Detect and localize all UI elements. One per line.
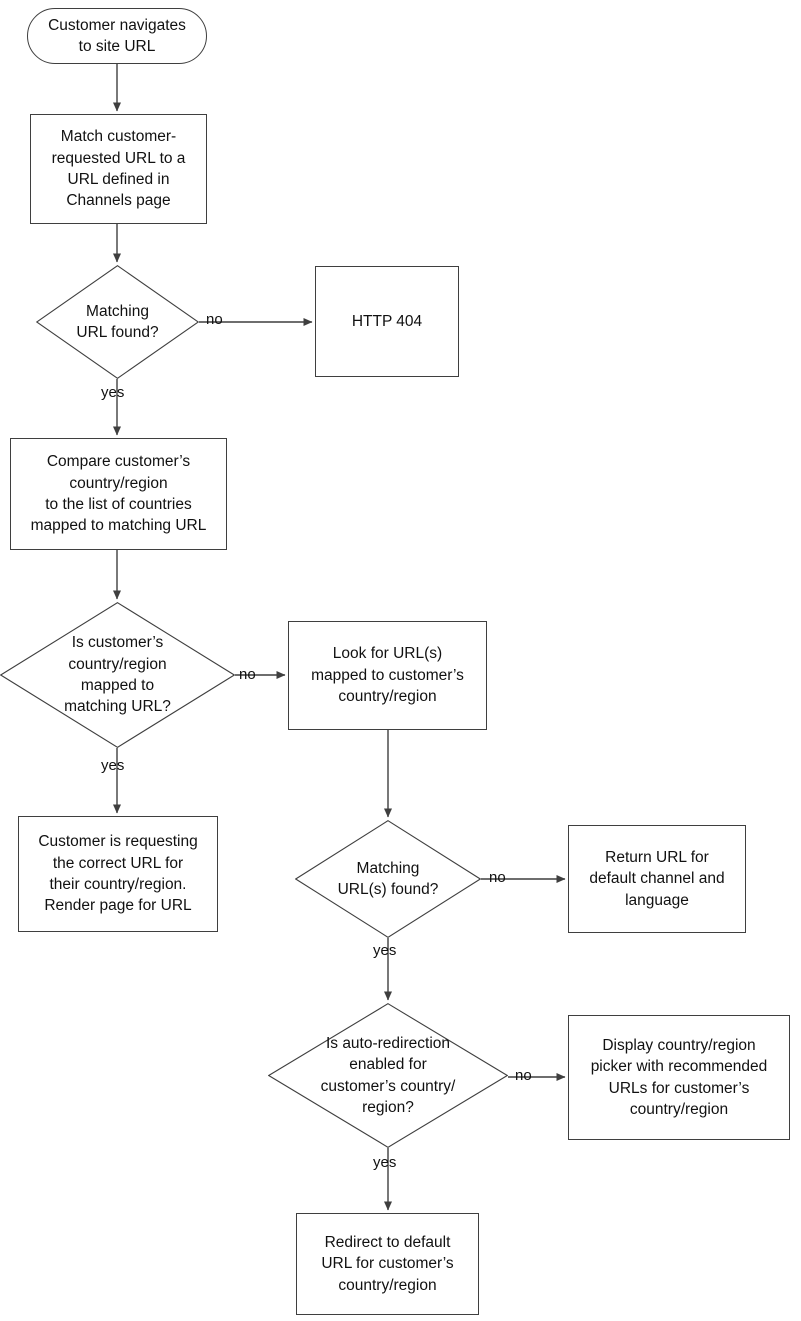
node-look-for-urls[interactable]: Look for URL(s) mapped to customer’s cou… [288, 621, 487, 730]
node-is-country-mapped[interactable]: Is customer’s country/region mapped to m… [0, 602, 235, 748]
node-compare-country-label: Compare customer’s country/region to the… [30, 453, 207, 535]
node-matching-url-found[interactable]: Matching URL found? [36, 265, 199, 379]
edge-label-matching-urls-found-no: no [489, 869, 506, 886]
node-auto-redirection-enabled-label: Is auto-redirection enabled for customer… [320, 1034, 456, 1116]
diamond-shape-icon [295, 820, 481, 938]
node-match-url-label: Match customer- requested URL to a URL d… [51, 128, 186, 210]
node-auto-redirection-enabled[interactable]: Is auto-redirection enabled for customer… [268, 1003, 508, 1148]
edge-label-auto-redirection-yes: yes [373, 1154, 397, 1171]
node-matching-urls-found[interactable]: Matching URL(s) found? [295, 820, 481, 938]
edge-label-matching-urls-found-yes: yes [373, 942, 397, 959]
edge-label-matching-url-found-no: no [206, 311, 223, 328]
node-return-default-url[interactable]: Return URL for default channel and langu… [568, 825, 746, 933]
node-matching-urls-found-label: Matching URL(s) found? [337, 859, 439, 898]
node-look-for-urls-label: Look for URL(s) mapped to customer’s cou… [311, 645, 464, 706]
node-http-404[interactable]: HTTP 404 [315, 266, 459, 377]
node-compare-country[interactable]: Compare customer’s country/region to the… [10, 438, 227, 550]
node-customer-correct-url-label: Customer is requesting the correct URL f… [38, 833, 198, 915]
edge-label-is-country-mapped-no: no [239, 666, 256, 683]
node-display-picker-label: Display country/region picker with recom… [590, 1036, 768, 1118]
diamond-shape-icon [268, 1003, 508, 1148]
node-customer-correct-url[interactable]: Customer is requesting the correct URL f… [18, 816, 218, 932]
node-start-terminator[interactable]: Customer navigates to site URL [27, 8, 207, 64]
diamond-shape-icon [36, 265, 199, 379]
node-matching-url-found-label: Matching URL found? [76, 302, 159, 341]
node-match-url[interactable]: Match customer- requested URL to a URL d… [30, 114, 207, 224]
node-display-picker[interactable]: Display country/region picker with recom… [568, 1015, 790, 1140]
edge-label-is-country-mapped-yes: yes [101, 757, 125, 774]
node-redirect-default[interactable]: Redirect to default URL for customer’s c… [296, 1213, 479, 1315]
node-start-label: Customer navigates to site URL [48, 16, 186, 55]
node-is-country-mapped-label: Is customer’s country/region mapped to m… [64, 634, 171, 716]
diamond-shape-icon [0, 602, 235, 748]
edge-label-matching-url-found-yes: yes [101, 384, 125, 401]
edge-label-auto-redirection-no: no [515, 1067, 532, 1084]
node-return-default-url-label: Return URL for default channel and langu… [589, 848, 725, 909]
node-redirect-default-label: Redirect to default URL for customer’s c… [321, 1233, 454, 1294]
node-http-404-label: HTTP 404 [351, 312, 423, 330]
